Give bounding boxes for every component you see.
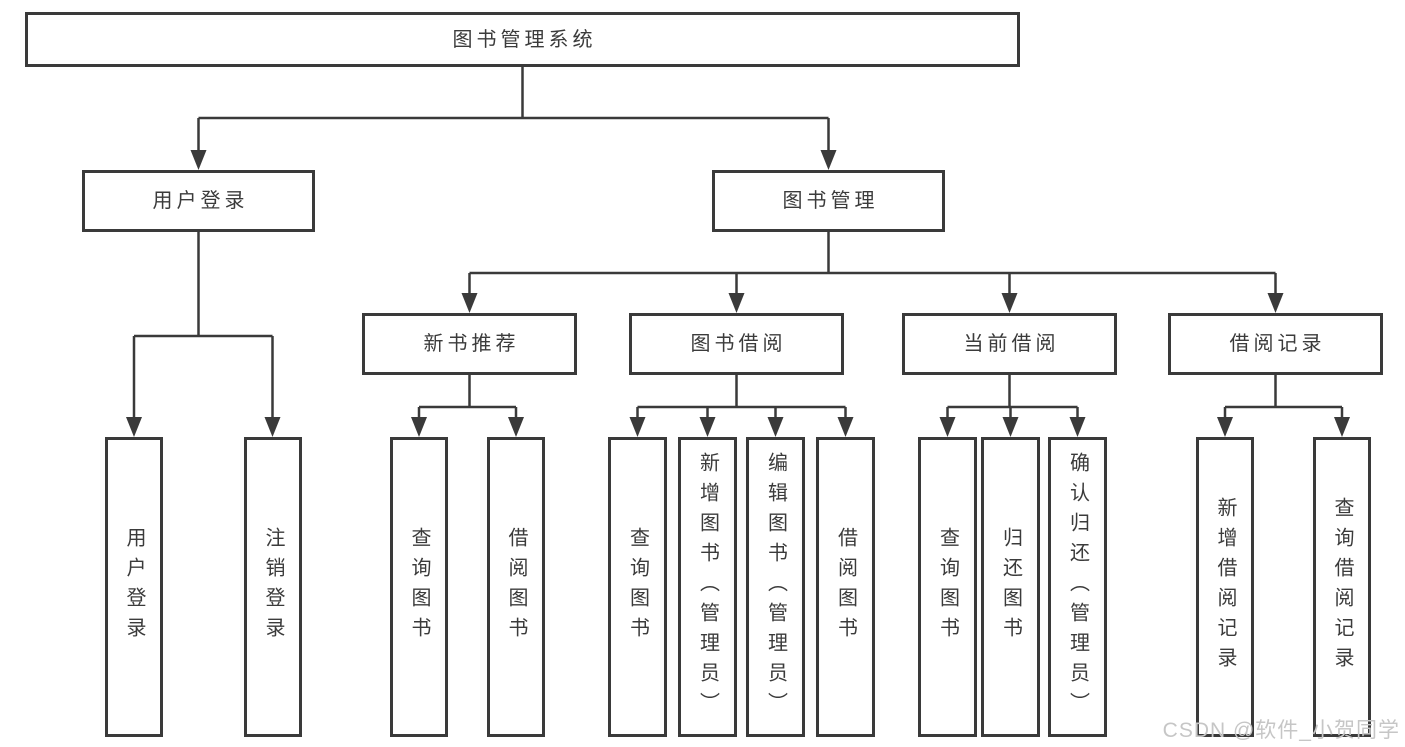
leaf-query-books-recommend: 查询图书 — [390, 437, 448, 737]
leaf-query-books-borrowing: 查询图书 — [608, 437, 667, 737]
node-user-login: 用户登录 — [82, 170, 315, 232]
leaf-add-borrow-record: 新增借阅记录 — [1196, 437, 1254, 737]
leaf-add-borrow-record-label: 新增借阅记录 — [1214, 497, 1236, 677]
leaf-query-borrow-record: 查询借阅记录 — [1313, 437, 1371, 737]
leaf-query-books-current-label: 查询图书 — [936, 527, 959, 647]
node-book-management-label: 图书管理 — [782, 190, 879, 212]
leaf-query-borrow-record-label: 查询借阅记录 — [1331, 497, 1353, 677]
leaf-borrow-books-borrowing: 借阅图书 — [816, 437, 875, 737]
leaf-logout: 注销登录 — [244, 437, 302, 737]
node-library-management-system: 图书管理系统 — [25, 12, 1020, 67]
arrowheads — [126, 150, 1350, 437]
leaf-borrow-books-recommend-label: 借阅图书 — [505, 527, 527, 647]
leaf-user-login-label: 用户登录 — [123, 527, 145, 647]
leaf-confirm-return-admin: 确认归还（管理员） — [1048, 437, 1107, 737]
leaf-query-books-current: 查询图书 — [918, 437, 977, 737]
leaf-query-books-recommend-label: 查询图书 — [408, 527, 430, 647]
node-current-borrowing: 当前借阅 — [902, 313, 1117, 375]
leaf-add-books-admin: 新增图书（管理员） — [678, 437, 737, 737]
leaf-add-books-admin-label: 新增图书（管理员） — [696, 452, 719, 722]
leaf-return-books: 归还图书 — [981, 437, 1040, 737]
leaf-edit-books-admin-label: 编辑图书（管理员） — [764, 452, 787, 722]
node-book-management: 图书管理 — [712, 170, 945, 232]
node-user-login-label: 用户登录 — [152, 190, 249, 212]
leaf-query-books-borrowing-label: 查询图书 — [626, 527, 649, 647]
node-book-borrowing-label: 图书借阅 — [690, 333, 787, 355]
node-library-management-system-label: 图书管理系统 — [452, 28, 597, 51]
leaf-user-login: 用户登录 — [105, 437, 163, 737]
connector-strokes — [132, 67, 1344, 418]
node-book-borrowing: 图书借阅 — [629, 313, 844, 375]
node-current-borrowing-label: 当前借阅 — [963, 333, 1060, 355]
leaf-return-books-label: 归还图书 — [999, 527, 1022, 647]
node-new-book-recommend-label: 新书推荐 — [423, 333, 520, 355]
csdn-watermark: CSDN @软件_小贺同学 — [1162, 719, 1400, 742]
leaf-borrow-books-recommend: 借阅图书 — [487, 437, 545, 737]
leaf-logout-label: 注销登录 — [262, 527, 284, 647]
leaf-confirm-return-admin-label: 确认归还（管理员） — [1066, 452, 1089, 722]
leaf-borrow-books-borrowing-label: 借阅图书 — [834, 527, 857, 647]
node-new-book-recommend: 新书推荐 — [362, 313, 577, 375]
node-borrowing-records: 借阅记录 — [1168, 313, 1383, 375]
leaf-edit-books-admin: 编辑图书（管理员） — [746, 437, 805, 737]
node-borrowing-records-label: 借阅记录 — [1229, 333, 1326, 355]
